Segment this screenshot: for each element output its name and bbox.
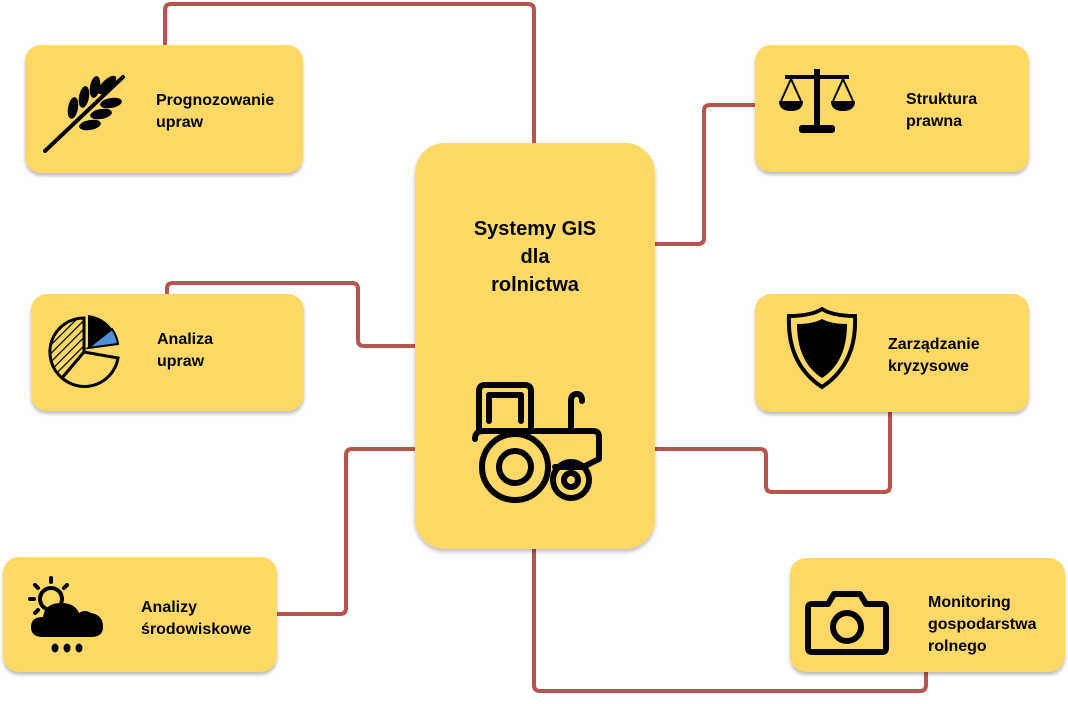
node-farm-monitoring: Monitoring gospodarstwa rolnego [790, 558, 1065, 672]
center-node: Systemy GIS dla rolnictwa [415, 143, 655, 549]
shield-icon [786, 306, 858, 390]
weather-icon [28, 576, 103, 653]
node-legal-structure: Struktura prawna [755, 45, 1029, 172]
camera-icon [805, 591, 889, 655]
tractor-icon [472, 382, 602, 503]
node-crisis-management: Zarządzanie kryzysowe [755, 294, 1029, 412]
connector-crop-analysis [165, 281, 415, 348]
node-label: Analizy środowiskowe [141, 599, 252, 638]
connector-environmental-analysis [277, 447, 415, 616]
node-environmental-analysis: Analizy środowiskowe [3, 557, 277, 672]
node-label: Struktura prawna [906, 91, 978, 130]
pie-chart-icon [48, 315, 120, 388]
node-label: Prognozowanie upraw [156, 92, 275, 131]
connector-legal-structure [655, 103, 755, 246]
scales-icon [779, 69, 855, 133]
connector-crisis-management [655, 412, 892, 494]
node-crop-analysis: Analiza upraw [31, 294, 304, 411]
center-title: Systemy GIS dla rolnictwa [473, 218, 597, 296]
node-label: Analiza upraw [157, 331, 214, 370]
connector-crop-forecasting [163, 2, 536, 143]
wheat-icon [43, 75, 125, 153]
connector-farm-monitoring [532, 549, 928, 693]
node-crop-forecasting: Prognozowanie upraw [25, 45, 303, 173]
node-label: Monitoring gospodarstwa rolnego [928, 594, 1037, 655]
node-label: Zarządzanie kryzysowe [888, 336, 980, 375]
